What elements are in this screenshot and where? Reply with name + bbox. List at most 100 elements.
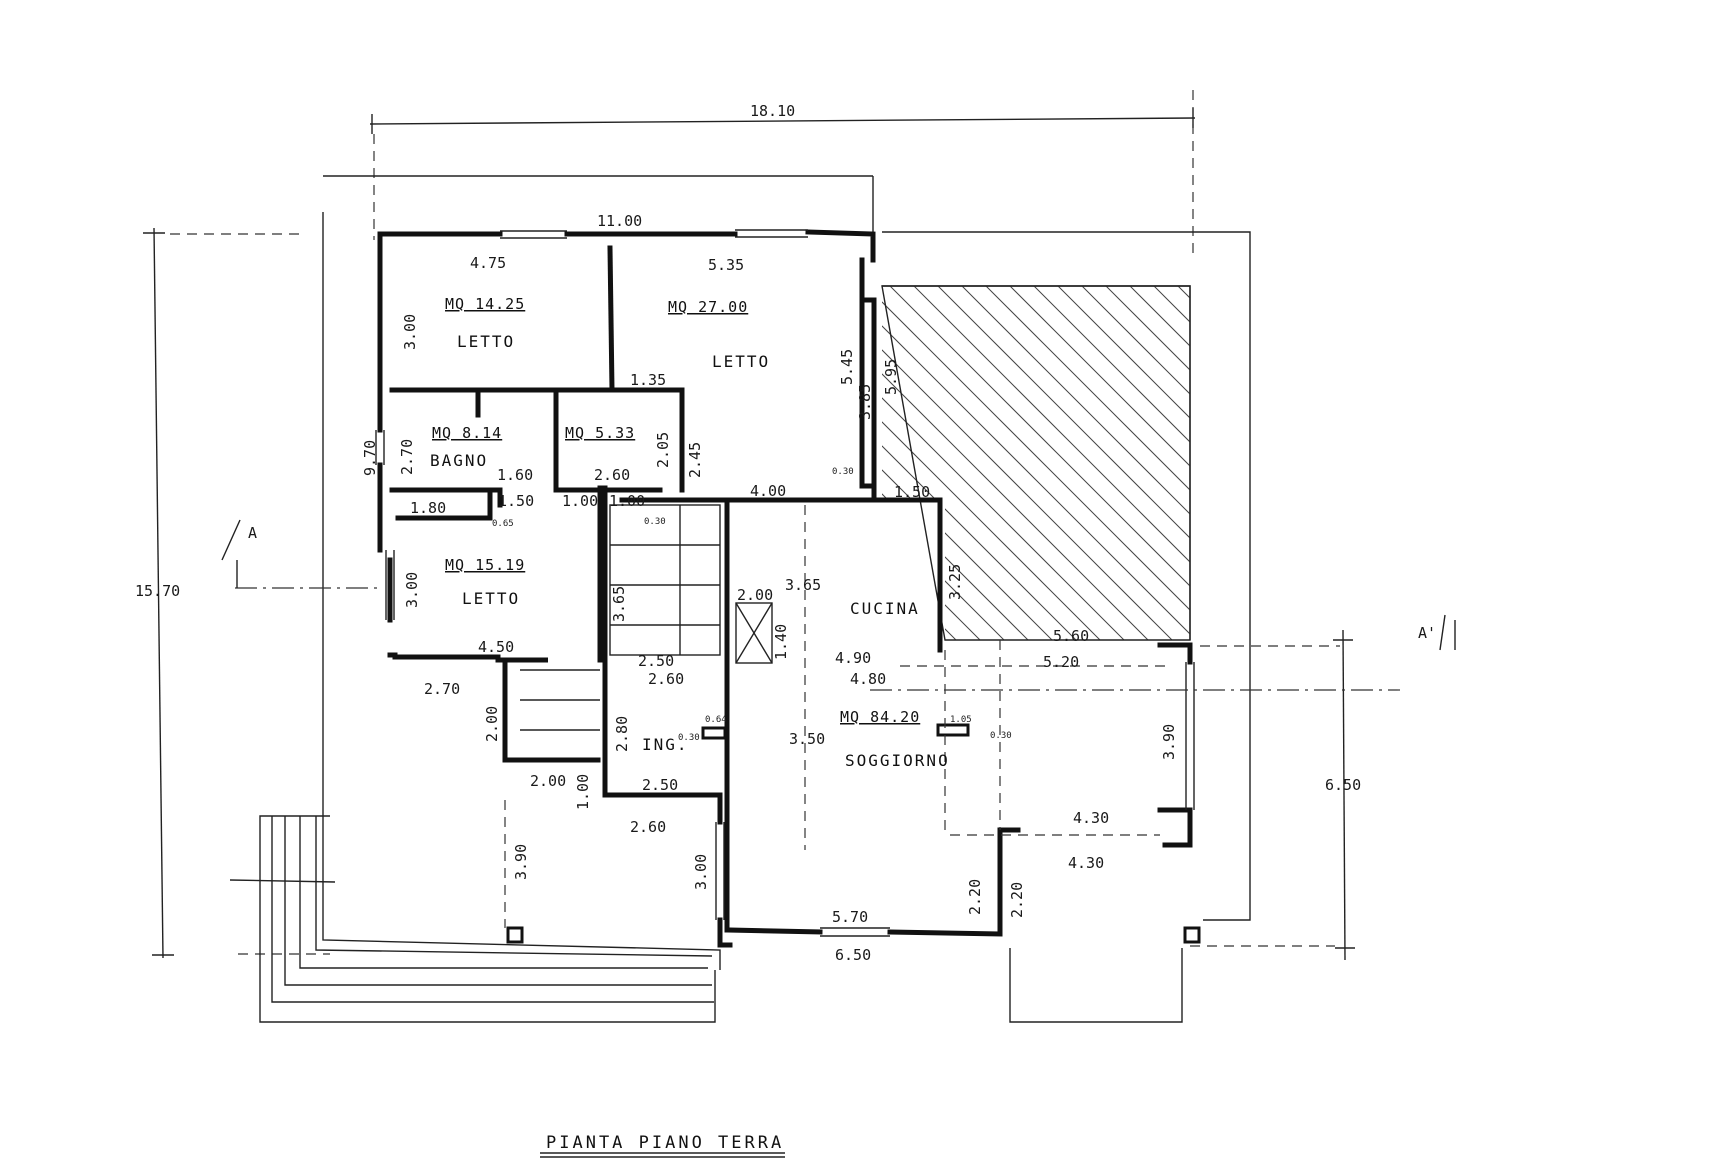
- hatch-line: [882, 286, 1149, 640]
- dim-365: 3.65: [610, 586, 628, 622]
- dim-140: 1.40: [772, 624, 790, 660]
- dim-480: 4.80: [850, 670, 886, 688]
- hatch-line: [882, 286, 1190, 640]
- right-depth-dimension: 6.50: [1190, 629, 1361, 961]
- kitchen-name: CUCINA: [850, 599, 920, 618]
- room-bed1: MQ 14.25 LETTO 4.75 3.00: [401, 254, 525, 351]
- dim-250b: 2.50: [642, 776, 678, 794]
- dim-overall-depth: 15.70: [135, 582, 180, 600]
- hatch-line: [1370, 286, 1712, 640]
- room-bed2: MQ 27.00 LETTO 5.35 5.45 3.85 5.95: [668, 256, 900, 420]
- dim-overall-width: 18.10: [750, 102, 795, 120]
- bed2-area: MQ 27.00: [668, 298, 748, 316]
- staircase: [520, 504, 773, 731]
- hatch-line: [1105, 286, 1190, 640]
- dim-280: 2.80: [613, 716, 631, 752]
- bed2-height3: 5.95: [882, 359, 900, 395]
- dim-200b: 2.00: [483, 706, 501, 742]
- dim-270: 2.70: [424, 680, 460, 698]
- room-bed3: MQ 15.19 LETTO 4.50 3.00: [403, 556, 524, 656]
- closet-height: 2.05: [654, 432, 672, 468]
- living-name: SOGGIORNO: [845, 751, 950, 770]
- bed3-name: LETTO: [462, 589, 520, 608]
- kitchen-dim: 3.65: [785, 576, 821, 594]
- room-entry: ING.: [642, 735, 689, 754]
- dim-220a: 2.20: [966, 879, 984, 915]
- dim-300c: 3.00: [692, 854, 710, 890]
- section-mark-left: A: [248, 524, 257, 542]
- dim-064: 0.64: [705, 715, 727, 725]
- hatch-line: [882, 286, 1125, 640]
- hatch-line: [1033, 286, 1190, 640]
- room-kitchen: CUCINA 3.65 3.25: [785, 564, 964, 618]
- exterior-walls: [377, 229, 1193, 948]
- dimension-labels: 11.00 6.50 9.70 1.60 2.60 2.45 4.00 1.50…: [361, 212, 1109, 964]
- dim-100b: 1.00: [609, 492, 645, 510]
- hatch-line: [1129, 286, 1190, 640]
- dim-260c: 2.60: [630, 818, 666, 836]
- bed1-width: 4.75: [470, 254, 506, 272]
- dim-100c: 1.00: [574, 774, 592, 810]
- hatch-line: [1298, 286, 1652, 640]
- dim-bottom-front: 6.50: [835, 946, 871, 964]
- dim-105: 1.05: [950, 715, 972, 725]
- overall-depth-dimension: 15.70: [135, 227, 330, 959]
- dim-490: 4.90: [835, 649, 871, 667]
- hatch-line: [889, 286, 1190, 640]
- hatch-line: [1153, 286, 1190, 640]
- entry-name: ING.: [642, 735, 689, 754]
- dim-150a: 1.50: [894, 483, 930, 501]
- bed2-height2: 3.85: [856, 384, 874, 420]
- dim-030c: 0.30: [678, 733, 700, 743]
- hatch-line: [1202, 286, 1556, 640]
- bath-height: 2.70: [398, 439, 416, 475]
- dim-180: 1.80: [410, 499, 446, 517]
- hatch-line: [1322, 286, 1676, 640]
- interior-walls: [389, 245, 1173, 933]
- closet-width: 1.35: [630, 371, 666, 389]
- hatch-line: [1009, 286, 1190, 640]
- dim-430b: 4.30: [1068, 854, 1104, 872]
- bed2-width: 5.35: [708, 256, 744, 274]
- dim-right-depth: 6.50: [1325, 776, 1361, 794]
- dim-030b: 0.30: [832, 467, 854, 477]
- living-area: MQ 84.20: [840, 708, 920, 726]
- hatch-line: [1226, 286, 1580, 640]
- dim-065: 0.65: [492, 519, 514, 529]
- dim-260a: 2.60: [594, 466, 630, 484]
- dim-245: 2.45: [686, 442, 704, 478]
- hatch-line: [1081, 286, 1190, 640]
- hatch-line: [882, 286, 1190, 640]
- drawing-caption: PIANTA PIANO TERRA: [540, 1133, 785, 1158]
- hatch-line: [1177, 286, 1190, 640]
- hatch-line: [1274, 286, 1628, 640]
- bath-area: MQ 8.14: [432, 424, 502, 442]
- dim-030d: 0.30: [990, 731, 1012, 741]
- bed3-width: 4.50: [478, 638, 514, 656]
- living-dim: 3.50: [789, 730, 825, 748]
- dim-250a: 2.50: [638, 652, 674, 670]
- kitchen-dim2: 3.25: [946, 564, 964, 600]
- hatch-line: [882, 286, 1077, 640]
- living-dim2: 3.90: [1160, 724, 1178, 760]
- room-bath: MQ 8.14 BAGNO 2.70: [398, 424, 502, 475]
- hatch-line: [882, 286, 1101, 640]
- hatch-line: [1057, 286, 1190, 640]
- columns: [506, 723, 1201, 944]
- hatch-line: [1250, 286, 1604, 640]
- hatch-line: [1346, 286, 1700, 640]
- hatch-line: [937, 286, 1190, 640]
- dim-260b: 2.60: [648, 670, 684, 688]
- bed1-area: MQ 14.25: [445, 295, 525, 313]
- dim-200a: 2.00: [737, 586, 773, 604]
- bed2-name: LETTO: [712, 352, 770, 371]
- windows: [375, 229, 1195, 937]
- bed2-height1: 5.45: [838, 349, 856, 385]
- hatch-line: [882, 286, 885, 640]
- dim-970: 9.70: [361, 440, 379, 476]
- dim-150b: 1.50: [498, 492, 534, 510]
- dim-560: 5.60: [1053, 627, 1089, 645]
- hatch-line: [882, 286, 1053, 640]
- hatch-line: [882, 286, 1173, 640]
